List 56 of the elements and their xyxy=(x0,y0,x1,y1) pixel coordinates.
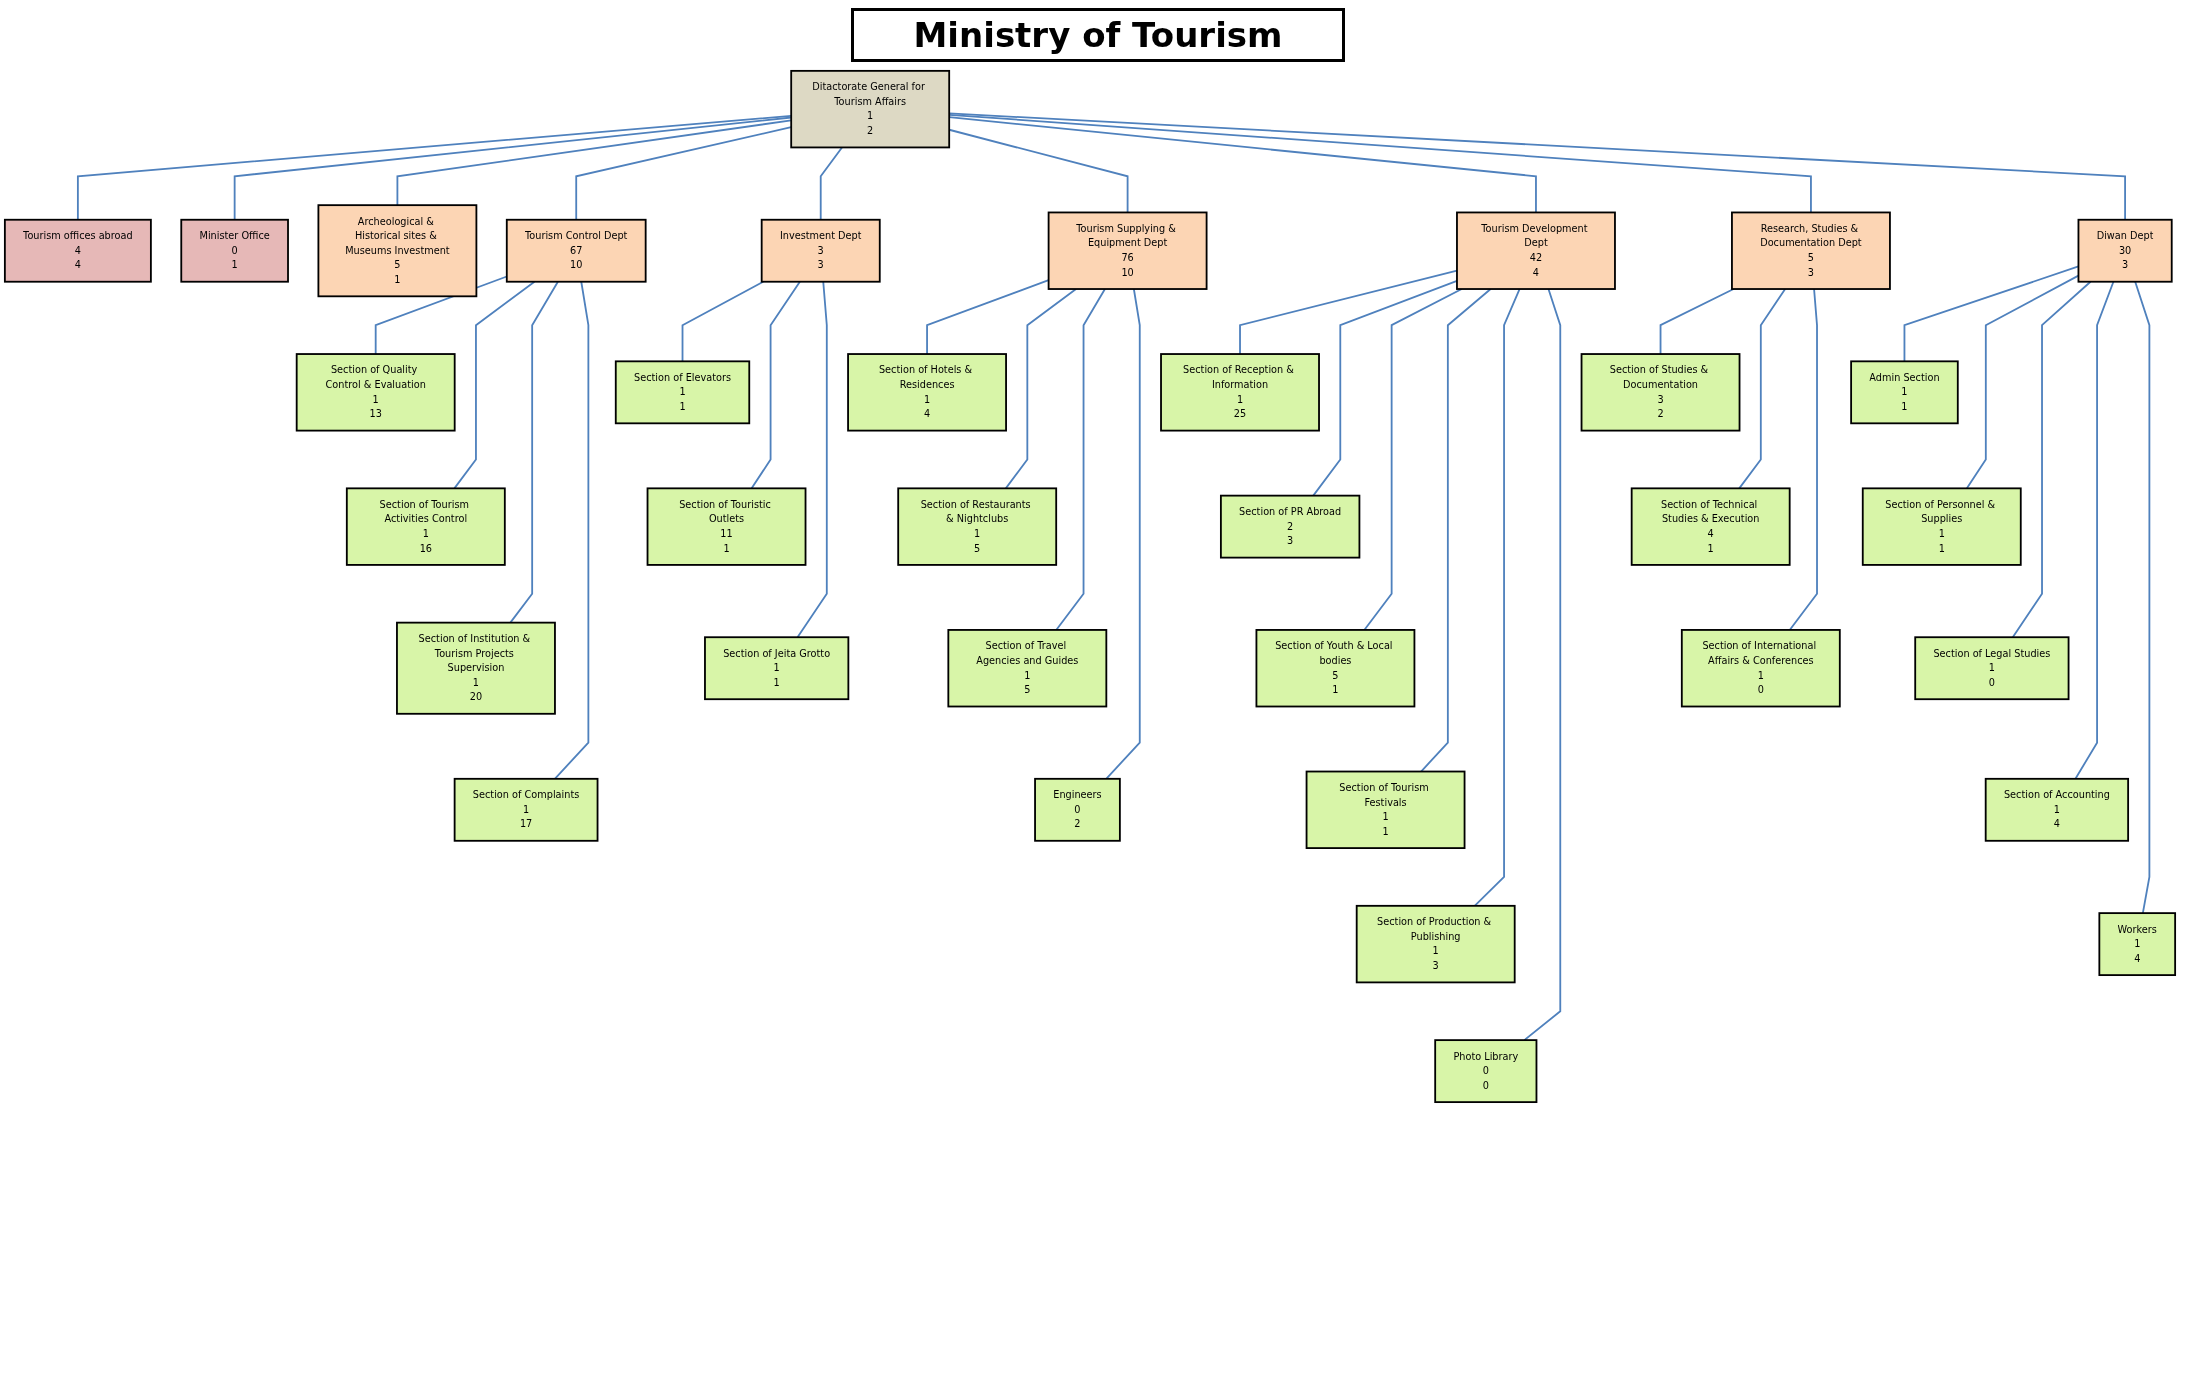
node-box: Workers 1 4 xyxy=(2098,912,2177,976)
node-box: Tourism Development Dept 42 4 xyxy=(1456,211,1616,290)
connector xyxy=(1105,288,1141,780)
node-box: Tourism offices abroad 4 4 xyxy=(3,218,152,283)
node-box: Section of Legal Studies 1 0 xyxy=(1914,636,2070,701)
node-box: Investment Dept 3 3 xyxy=(760,218,881,283)
node-box: Section of Tourism Activities Control 1 16 xyxy=(345,487,506,566)
node-box: Tourism Supplying & Equipment Dept 76 10 xyxy=(1047,211,1208,290)
node-box: Research, Studies & Documentation Dept 5 3 xyxy=(1731,211,1891,290)
node-box: Section of Complaints 1 17 xyxy=(453,777,599,842)
node-box: Section of Tourism Festivals 1 1 xyxy=(1305,770,1466,849)
connector xyxy=(509,280,559,624)
connector xyxy=(1659,288,1735,355)
node-box: Archeological & Historical sites & Museums Investment 5 1 xyxy=(317,204,478,298)
node-box: Section of Restaurants & Nightclubs 1 5 xyxy=(897,487,1058,566)
node-box: Section of Accounting 1 4 xyxy=(1984,777,2130,842)
node-box: Photo Library 0 0 xyxy=(1434,1039,1538,1103)
connector xyxy=(553,280,590,780)
node-box: Engineers 0 2 xyxy=(1034,777,1121,842)
node-box: Section of Youth & Local bodies 5 1 xyxy=(1255,629,1416,708)
connector xyxy=(1004,288,1077,490)
node-box: Admin Section 1 1 xyxy=(1850,360,1959,425)
connector xyxy=(2011,280,2092,639)
title: Ministry of Tourism xyxy=(850,8,1346,62)
node-box: Section of International Affairs & Conferences 1 0 xyxy=(1680,629,1841,708)
connector xyxy=(1363,288,1463,631)
connector xyxy=(1473,288,1521,907)
connector xyxy=(2074,280,2115,780)
connector xyxy=(750,280,801,490)
node-box: Section of Quality Control & Evaluation 1 13 xyxy=(295,353,456,432)
connector xyxy=(1420,288,1492,773)
connector xyxy=(681,280,765,363)
node-box: Section of Touristic Outlets 11 1 xyxy=(646,487,807,566)
node-box: Ditactorate General for Tourism Affairs 1 2 xyxy=(790,69,951,149)
connector xyxy=(796,280,828,639)
node-box: Minister Office 0 1 xyxy=(180,218,289,283)
node-box: Diwan Dept 30 3 xyxy=(2077,218,2173,283)
node-box: Tourism Control Dept 67 10 xyxy=(505,218,647,283)
node-box: Section of Reception & Information 1 25 xyxy=(1160,353,1320,432)
node-box: Section of Travel Agencies and Guides 1 5 xyxy=(947,629,1108,708)
node-box: Section of PR Abroad 2 3 xyxy=(1220,494,1361,559)
connector xyxy=(1055,288,1106,631)
node-box: Section of Hotels & Residences 1 4 xyxy=(847,353,1007,432)
node-box: Section of Jeita Grotto 1 1 xyxy=(704,636,850,701)
node-box: Section of Personnel & Supplies 1 1 xyxy=(1861,487,2022,566)
node-box: Section of Production & Publishing 1 3 xyxy=(1355,904,1516,984)
node-box: Section of Elevators 1 1 xyxy=(614,360,751,425)
connector xyxy=(453,280,536,490)
node-box: Section of Institution & Tourism Projects Supervision 1 20 xyxy=(396,621,556,715)
connector xyxy=(819,146,843,221)
connector xyxy=(1788,288,1818,631)
node-box: Section of Technical Studies & Execution 4 1 xyxy=(1630,487,1791,566)
node-box: Section of Studies & Documentation 3 2 xyxy=(1580,353,1741,432)
connector xyxy=(1738,288,1787,490)
connector xyxy=(2134,280,2151,915)
connector xyxy=(1523,288,1562,1042)
